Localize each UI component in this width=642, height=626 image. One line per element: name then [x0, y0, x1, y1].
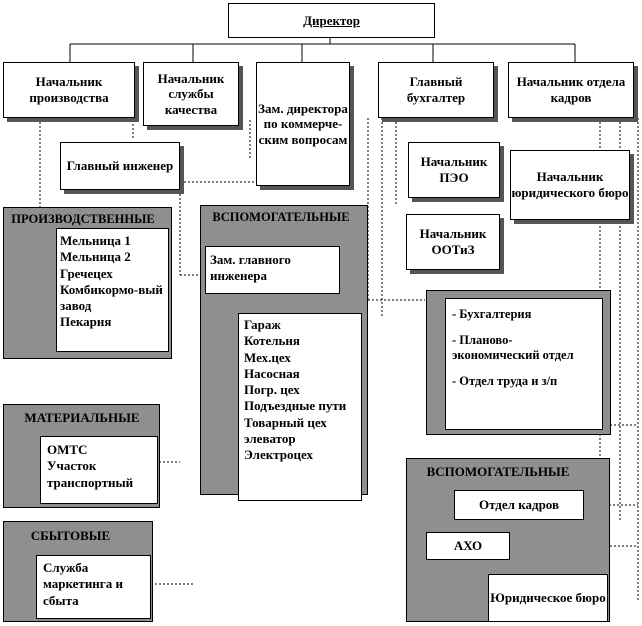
list-item: - Бухгалтерия — [452, 307, 532, 321]
production-list: Мельница 1 Мельница 2 Гречецех Комбикорм… — [56, 228, 169, 352]
list-item: Гречецех — [60, 265, 113, 281]
list-item: Участок транспортный — [47, 458, 134, 490]
aho-box: АХО — [426, 532, 510, 560]
list-item: Мех.цех — [244, 349, 291, 365]
head-production-box: Начальник производства — [3, 62, 135, 118]
legal-bureau-box: Юридическое бюро — [488, 574, 608, 622]
head-quality-box: Начальник службы качества — [143, 62, 239, 126]
chief-accountant-box: Главный бухгалтер — [378, 62, 494, 118]
sales-list: Служба маркетинга и сбыта — [36, 555, 151, 619]
list-item: Погр. цех — [244, 382, 300, 397]
head-ootiz-box: Начальник ООТиЗ — [406, 214, 500, 270]
list-item: Гараж — [244, 317, 281, 332]
production-title: ПРОИЗВОДСТВЕННЫЕ — [11, 212, 155, 226]
list-item: Комбикормо-вый завод — [60, 281, 163, 313]
list-item: Пекарня — [60, 314, 112, 330]
list-item: Электроцех — [244, 447, 313, 462]
list-item: Котельня — [244, 333, 300, 349]
list-item: Насосная — [244, 365, 300, 381]
list-item: - Планово-экономический отдел — [452, 332, 574, 363]
auxiliary-center-title: ВСПОМОГАТЕЛЬНЫЕ — [212, 210, 350, 224]
list-item: Мельница 2 — [60, 249, 131, 265]
list-item: Мельница 1 — [60, 233, 131, 248]
auxiliary-right-title: ВСПОМОГАТЕЛЬНЫЕ — [426, 464, 570, 479]
head-hr-box: Начальник отдела кадров — [508, 62, 634, 118]
list-item: - Отдел труда и з/п — [452, 373, 558, 388]
material-title: МАТЕРИАЛЬНЫЕ — [24, 410, 140, 425]
material-list: ОМТС Участок транспортный — [40, 436, 158, 504]
hr-department-box: Отдел кадров — [454, 490, 584, 520]
deputy-commercial-box: Зам. директора по коммерче-ским вопросам — [256, 62, 350, 186]
list-item: Подъездные пути — [244, 398, 347, 414]
auxiliary-center-list: Гараж Котельня Мех.цех Насосная Погр. це… — [238, 313, 362, 501]
list-item: Служба маркетинга и сбыта — [43, 560, 123, 608]
head-legal-box: Начальник юридического бюро — [510, 150, 630, 220]
list-item: Товарный цех элеватор — [244, 414, 327, 446]
chief-engineer-box: Главный инженер — [60, 142, 180, 190]
finance-list: - Бухгалтерия - Планово-экономический от… — [445, 298, 603, 430]
sales-title: СБЫТОВЫЕ — [30, 528, 111, 543]
list-item: ОМТС — [47, 442, 88, 457]
director-box: Директор — [228, 3, 435, 38]
deputy-chief-engineer-box: Зам. главного инженера — [205, 246, 340, 294]
head-peo-box: Начальник ПЭО — [408, 142, 500, 198]
